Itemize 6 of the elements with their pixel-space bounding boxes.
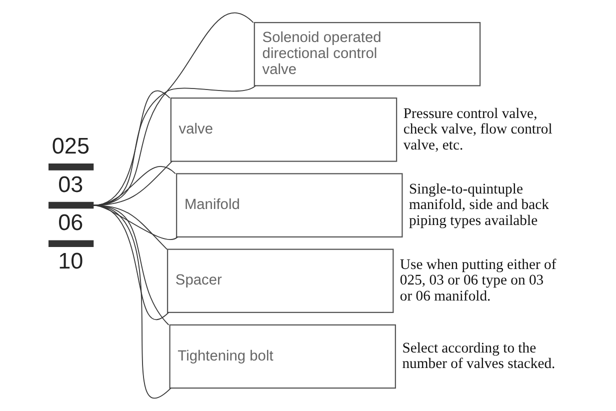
node-label: 025: [52, 133, 90, 158]
node-label: Select according to the number of valves stacked.: [402, 340, 556, 372]
node-label: 10: [58, 248, 84, 274]
node-label: Single-to-quintuple manifold, side and back piping types available: [408, 181, 549, 229]
node-label: Pressure control valve, check valve, flow control valve, etc.: [403, 106, 552, 154]
node-label: Use when putting either of 025, 03 or 06 type on 03 or 06 manifold.: [400, 256, 556, 305]
